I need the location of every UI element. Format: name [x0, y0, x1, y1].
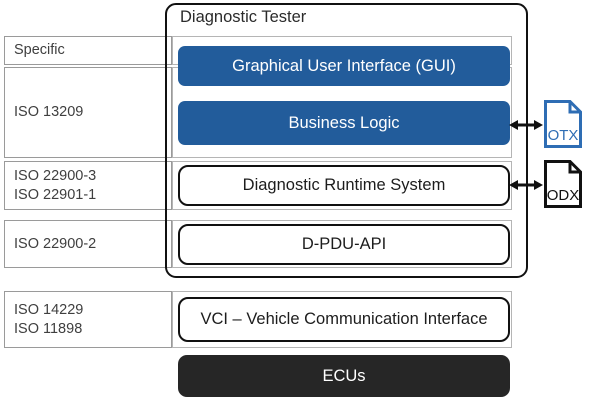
odx-document-icon[interactable]: ODX: [543, 159, 583, 209]
standard-row-specific: Specific: [4, 36, 172, 65]
component-vci[interactable]: VCI – Vehicle Communication Interface: [178, 297, 510, 342]
otx-document-icon[interactable]: OTX: [543, 99, 583, 149]
standard-label: ISO 22900-3 ISO 22901-1: [14, 167, 97, 203]
standard-label: ISO 14229 ISO 11898: [14, 301, 84, 337]
standard-row-iso-22900-3: ISO 22900-3 ISO 22901-1: [4, 161, 172, 210]
component-label: ECUs: [322, 366, 366, 385]
otx-label: OTX: [548, 127, 579, 144]
component-ecus[interactable]: ECUs: [178, 355, 510, 397]
diagnostic-tester-title: Diagnostic Tester: [180, 8, 307, 26]
arrow-business-logic-to-otx: [509, 115, 543, 135]
component-label: VCI – Vehicle Communication Interface: [200, 310, 488, 328]
standard-row-iso-14229: ISO 14229 ISO 11898: [4, 291, 172, 348]
component-d-pdu-api[interactable]: D-PDU-API: [178, 224, 510, 265]
odx-label: ODX: [547, 187, 580, 204]
component-label: D-PDU-API: [301, 235, 387, 253]
component-diagnostic-runtime-system[interactable]: Diagnostic Runtime System: [178, 165, 510, 206]
standard-row-iso-13209: ISO 13209: [4, 67, 172, 158]
standard-label: ISO 13209: [14, 104, 84, 121]
standard-label: ISO 22900-2: [14, 235, 97, 252]
standard-row-iso-22900-2: ISO 22900-2: [4, 220, 172, 268]
diagnostic-tester-container: [165, 3, 528, 278]
component-label: Diagnostic Runtime System: [242, 176, 446, 194]
component-label: Business Logic: [288, 113, 400, 132]
arrow-runtime-to-odx: [509, 175, 543, 195]
component-business-logic[interactable]: Business Logic: [178, 101, 510, 145]
component-gui[interactable]: Graphical User Interface (GUI): [178, 46, 510, 86]
standard-label: Specific: [14, 42, 65, 59]
component-label: Graphical User Interface (GUI): [232, 56, 456, 75]
